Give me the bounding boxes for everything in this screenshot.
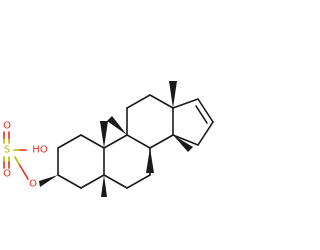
hydrogen-wedge-c14 — [173, 135, 193, 152]
atom-oxygen-link: O — [29, 179, 37, 190]
hydrogen-wedge-c8 — [146, 148, 154, 173]
bond-o-s — [18, 163, 29, 180]
ring-d — [172, 98, 214, 146]
bond — [126, 134, 151, 149]
bond — [80, 134, 105, 149]
bond — [103, 134, 128, 149]
ring-b — [103, 134, 151, 189]
sulfate-group — [3, 131, 29, 180]
methyl-wedge-c10 — [100, 121, 108, 148]
atom-hydroxyl: HO — [32, 145, 48, 156]
bond-s-o — [14, 156, 20, 165]
bond — [126, 174, 151, 189]
steroid-sulfate-structure: HO S O O O — [3, 81, 214, 197]
methyl-wedge-c13 — [169, 81, 177, 108]
bond — [57, 174, 82, 189]
hydrogen-wedge-c5 — [101, 175, 107, 197]
bond — [80, 174, 105, 189]
hydrogen-wedge-c9 — [107, 116, 127, 135]
bond — [103, 174, 128, 189]
atom-oxygen-top: O — [3, 121, 11, 132]
ring-a — [57, 134, 105, 189]
oxygen-wedge-c3 — [39, 175, 58, 187]
ring-c — [126, 94, 174, 149]
bond — [57, 134, 82, 149]
bond — [126, 94, 151, 109]
bond — [197, 121, 214, 146]
bond — [172, 98, 199, 109]
bond — [172, 134, 199, 146]
bond — [197, 98, 214, 123]
atom-sulfur: S — [4, 145, 10, 156]
double-bond-inner — [195, 105, 208, 124]
atom-oxygen-bottom: O — [3, 169, 11, 180]
bond — [149, 134, 174, 149]
bond — [149, 94, 174, 109]
